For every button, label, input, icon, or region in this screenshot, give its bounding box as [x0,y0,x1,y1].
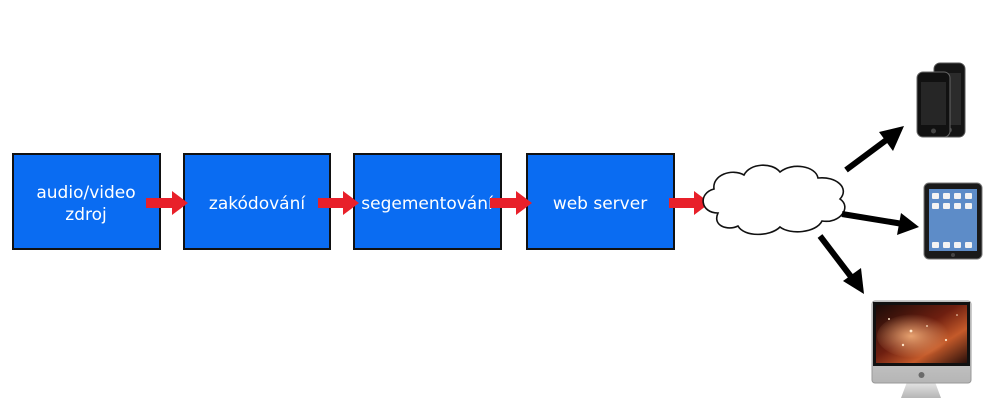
svg-text:segementování: segementování [361,194,494,214]
stage-label-source-line1: audio/video [36,183,135,203]
flow-arrow-3 [490,191,532,215]
stage-label-segment: segementování [361,194,494,214]
stage-label-server: web server [553,194,647,214]
imac-icon [871,300,972,398]
flow-arrow-2 [318,191,359,215]
stage-label-source-line2: zdroj [65,205,106,225]
stage-box-segment: segementování [353,153,502,250]
cloud-icon [702,164,846,236]
stage-box-source: audio/video zdroj [12,153,161,250]
flow-arrow-1 [146,191,188,215]
flow-arrow-4 [669,191,710,215]
stage-label-encode: zakódování [209,194,306,214]
device-arrow-phone [844,126,904,173]
svg-text:web server: web server [553,194,647,214]
svg-text:audio/video: audio/video [36,183,135,203]
iphone-icon [916,62,966,138]
svg-text:zakódování: zakódování [209,194,306,214]
stage-box-encode: zakódování [183,153,331,250]
svg-text:zdroj: zdroj [65,205,106,225]
ipad-icon [923,182,983,260]
stage-box-server: web server [526,153,675,250]
device-arrow-desktop [817,234,864,294]
device-arrow-tablet [841,211,919,235]
